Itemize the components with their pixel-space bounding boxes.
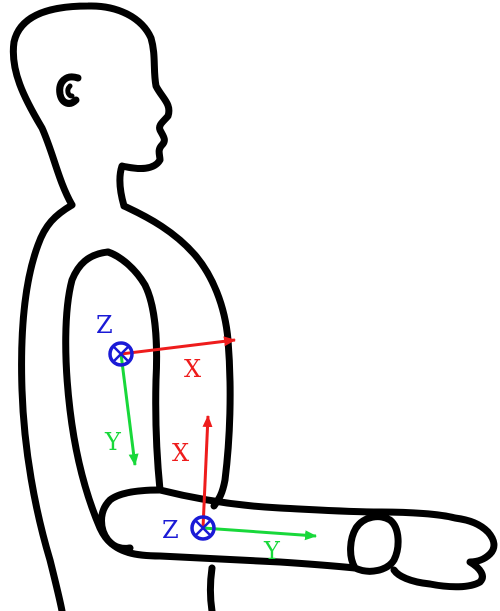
elbow-x-axis bbox=[203, 416, 208, 528]
human-silhouette bbox=[13, 6, 494, 611]
forearm-top-outline bbox=[160, 490, 380, 512]
head-outline bbox=[13, 6, 169, 206]
elbow-coordinate-frame: Z X Y bbox=[162, 416, 316, 565]
elbow-y-axis bbox=[203, 528, 316, 536]
shoulder-x-label: X bbox=[184, 355, 201, 383]
shoulder-z-label: Z bbox=[96, 311, 113, 339]
wrist-outline bbox=[351, 517, 399, 572]
shoulder-x-axis bbox=[121, 340, 235, 354]
ear-inner-outline bbox=[68, 86, 72, 96]
chest-outline bbox=[124, 206, 230, 611]
elbow-z-label: Z bbox=[162, 516, 179, 544]
shoulder-y-axis bbox=[121, 354, 135, 465]
shoulder-y-label: Y bbox=[104, 428, 122, 456]
shoulder-coordinate-frame: Z X Y bbox=[96, 311, 235, 465]
elbow-x-label: X bbox=[172, 439, 189, 467]
upper-arm-outline bbox=[66, 252, 130, 548]
back-outline bbox=[22, 205, 72, 611]
elbow-y-label: Y bbox=[263, 537, 281, 565]
